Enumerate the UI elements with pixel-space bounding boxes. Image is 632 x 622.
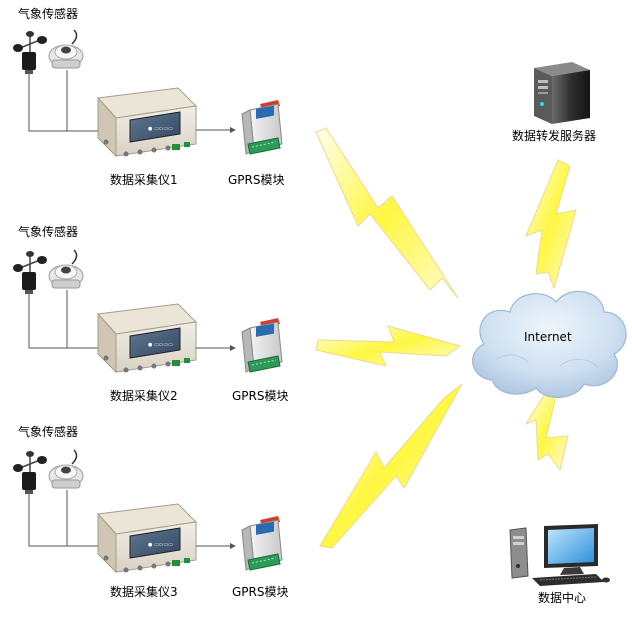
internet-cloud-icon [472,290,627,398]
logger-label: 数据采集仪1 [110,172,178,187]
module-label: GPRS模块 [232,389,289,403]
module-label: GPRS模块 [232,585,289,599]
lightning-bolt-icon [525,159,577,290]
lightning-bolt-icon [524,391,569,472]
forwarding-server-icon [534,62,590,124]
sensor-label: 气象传感器 [18,6,78,21]
logger-label: 数据采集仪2 [110,388,178,403]
lightning-bolt-icon [315,325,462,367]
module-label: GPRS模块 [228,173,285,187]
station-group-2: 气象传感器 数据采集仪2 GPRS模块 [12,224,289,403]
station-group-1: 气象传感器 数据采集仪1 GPRS模块 [12,6,285,187]
data-center-computer-icon [509,524,610,586]
lightning-bolt-icon [315,127,459,299]
sensor-label: 气象传感器 [18,224,78,239]
data-center-label: 数据中心 [538,590,586,605]
internet-label: Internet [524,330,572,344]
station-group-3: 气象传感器 数据采集仪3 GPRS模块 [12,424,289,599]
server-label: 数据转发服务器 [512,128,596,143]
lightning-bolt-icon [319,383,463,549]
wireless-links [315,127,577,549]
sensor-label: 气象传感器 [18,424,78,439]
logger-label: 数据采集仪3 [110,584,178,599]
